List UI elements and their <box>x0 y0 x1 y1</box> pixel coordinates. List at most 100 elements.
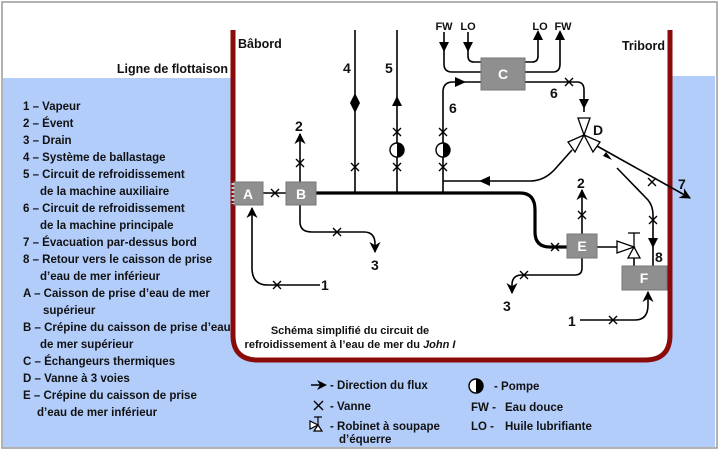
legend-item: de la machine principale <box>40 220 174 232</box>
legend-pump: - Pompe <box>494 381 539 393</box>
starboard-label: Tribord <box>622 39 665 53</box>
legend-item: de la machine auxiliaire <box>40 186 169 198</box>
pipe-drain-right <box>506 258 583 295</box>
flow-direction-icon <box>317 380 327 390</box>
legend-globe-valve-2: d’équerre <box>339 434 391 446</box>
main-pipe <box>316 191 567 249</box>
valve-icon <box>295 158 305 168</box>
label-2: 2 <box>577 175 585 191</box>
legend-item: d’eau de mer inférieur <box>37 407 158 419</box>
legend-globe-valve: - Robinet à soupape <box>330 421 440 433</box>
component-d-label: D <box>593 122 603 138</box>
pipe-main-6 <box>442 81 481 193</box>
valve-icon <box>272 280 282 290</box>
valve-icon <box>392 127 402 137</box>
flow-arrow-icon <box>603 152 612 160</box>
legend-item: 5 – Circuit de refroidissement <box>23 169 185 181</box>
label-4: 4 <box>343 60 351 76</box>
flow-arrow-icon <box>439 42 449 52</box>
label-3: 3 <box>371 257 379 273</box>
pump-icon <box>435 142 451 158</box>
valve-icon <box>438 127 448 137</box>
flow-arrow-icon <box>392 96 402 106</box>
legend-item: de mer supérieur <box>40 339 134 351</box>
flow-arrow-icon <box>533 30 543 40</box>
legend-fw-abbr: FW - <box>471 402 496 414</box>
legend-item: supérieur <box>43 305 96 317</box>
legend-item: E – Crépine du caisson de prise <box>23 390 197 402</box>
heat-exchanger-port-labels: FW LO LO FW <box>435 21 572 33</box>
legend-item: 3 – Drain <box>23 135 72 147</box>
port-label: Bâbord <box>238 37 282 51</box>
label-6: 6 <box>449 100 457 116</box>
valve-icon <box>332 227 342 237</box>
component-e: E <box>566 233 598 259</box>
pipe-fw-out <box>525 32 561 73</box>
lo-out-label: LO <box>532 21 548 33</box>
legend-item: C – Échangeurs thermiques <box>23 355 175 368</box>
label-1: 1 <box>568 313 576 329</box>
flow-arrow-icon <box>555 30 565 40</box>
lo-in-label: LO <box>460 21 476 33</box>
svg-text:B: B <box>296 186 306 202</box>
legend-item: B – Crépine du caisson de prise d’eau <box>23 322 231 334</box>
label-2: 2 <box>295 118 303 134</box>
valve-icon <box>519 270 529 280</box>
pump-icon <box>468 378 484 394</box>
legend-item: 7 – Évacuation par-dessus bord <box>23 236 197 249</box>
component-a: A <box>231 181 264 206</box>
valve-icon <box>608 315 618 325</box>
valve-icon <box>564 77 574 87</box>
flow-arrow-icon <box>479 176 490 186</box>
label-7: 7 <box>678 176 686 192</box>
three-way-valve-icon <box>567 117 601 154</box>
legend-item: A – Caisson de prise d’eau de mer <box>23 288 210 300</box>
pipe-lo-out <box>525 32 539 63</box>
valve-icon <box>577 210 587 220</box>
pipe-fw-in <box>443 32 481 73</box>
pipe-vapeur-left <box>246 206 320 286</box>
label-3: 3 <box>503 298 511 314</box>
legend-fw: Eau douce <box>505 402 563 414</box>
component-c: C <box>480 57 526 91</box>
label-1: 1 <box>321 277 329 293</box>
svg-text:E: E <box>577 238 586 254</box>
pipe-vapeur-right <box>580 290 654 321</box>
pipe-drain-left <box>299 205 381 254</box>
legend-lo-abbr: LO - <box>471 421 494 433</box>
valve-icon <box>648 215 658 225</box>
pipe-c-d <box>525 81 585 112</box>
hull <box>230 30 673 363</box>
legend-lo: Huile lubrifiante <box>505 421 592 433</box>
line-labels: 1 2 3 4 5 6 6 7 8 2 3 1 <box>295 60 686 329</box>
globe-valve-icon <box>309 416 324 432</box>
fw-in-label: FW <box>435 21 453 33</box>
valve-icon <box>313 400 324 411</box>
pump-icon <box>389 142 405 158</box>
legend-item: 1 – Vapeur <box>23 101 81 113</box>
flow-arrow-icon <box>463 42 473 52</box>
legend-flow: - Direction du flux <box>330 380 428 392</box>
valve-icon <box>350 162 360 172</box>
legend-item: D – Vanne à 3 voies <box>23 373 130 385</box>
label-5: 5 <box>385 60 393 76</box>
pipe-lo-in <box>467 32 481 63</box>
legend-valve: - Vanne <box>330 401 371 413</box>
valve-icons <box>270 77 658 325</box>
component-b: B <box>285 181 317 206</box>
valve-icon <box>438 162 448 172</box>
bidirectional-arrow-icon <box>350 93 360 113</box>
globe-valve-icon <box>616 232 642 259</box>
caption-line-2: refroidissement à l’eau de mer du John I <box>245 339 457 351</box>
caption-line-1: Schéma simplifié du circuit de <box>271 325 429 337</box>
legend-item: 6 – Circuit de refroidissement <box>23 203 185 215</box>
flow-arrow-icon <box>648 238 658 248</box>
pipe-return-8 <box>616 167 654 266</box>
hull-interior <box>233 30 670 360</box>
fw-out-label: FW <box>554 21 572 33</box>
component-f: F <box>621 265 671 291</box>
legend-item: 8 – Retour vers le caisson de prise <box>23 254 212 266</box>
legend-item: 4 – Système de ballastage <box>23 152 166 164</box>
